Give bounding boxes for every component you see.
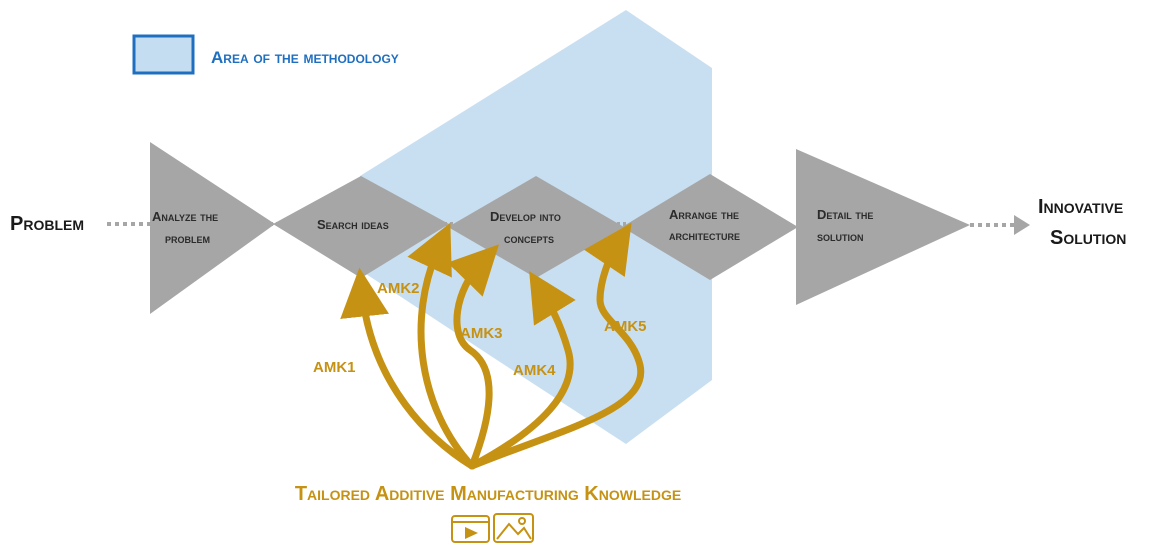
problem-label: Problem [10,213,84,235]
stage-label-detail-line2: solution [817,229,864,244]
knowledge-label: Tailored Additive Manufacturing Knowledg… [295,483,681,505]
amk1-label: AMK1 [313,359,356,376]
stage-label-arrange-line2: architecture [669,228,740,243]
video-icon [451,515,490,543]
stage-shape-search [273,176,449,278]
amk2-label: AMK2 [377,280,420,297]
stage-label-analyze-line2: problem [165,231,210,246]
solution-label-line1: Innovative [1038,196,1123,218]
amk1-arrow [340,267,476,470]
stage-shape-detail [796,149,970,305]
amk3-arrow [447,244,499,470]
amk5-arrow [468,222,645,470]
amk5-label: AMK5 [604,318,647,335]
solution-label-line2: Solution [1050,227,1126,249]
stage-label-detail-line1: Detail the [817,207,873,222]
stage-shape-analyze [150,142,275,314]
stage-label-develop-line1: Develop into [490,209,561,224]
amk2-arrow [407,222,476,470]
stage-label-develop-line2: concepts [504,231,554,246]
image-icon [493,513,534,543]
stage-label-arrange-line1: Arrange the [669,207,739,222]
amk3-label: AMK3 [460,325,503,342]
stage-label-search: Search ideas [317,217,389,232]
amk4-arrow [468,271,576,470]
legend-label: Area of the methodology [211,48,399,67]
end-arrowhead [1014,215,1030,235]
amk4-label: AMK4 [513,362,556,379]
stage-shape-arrange [622,174,798,280]
stage-label-analyze-line1: Analyze the [152,209,218,224]
legend-swatch [132,34,195,75]
